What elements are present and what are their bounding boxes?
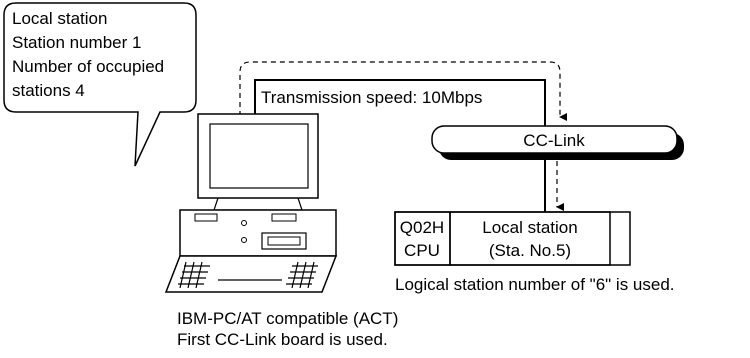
board-connector [267, 236, 301, 246]
plc-unit: Q02H CPU Local station (Sta. No.5) [394, 211, 631, 266]
keyboard-keys-right [286, 261, 318, 289]
callout-balloon: Local station Station number 1 Number of… [3, 2, 197, 167]
logical-station-note: Logical station number of "6" is used. [395, 275, 675, 294]
indicator-led-2 [241, 237, 247, 243]
module-label-line1: Local station [482, 218, 577, 237]
cable-pc-to-network [254, 79, 546, 126]
callout-line4: stations 4 [12, 81, 85, 100]
indicator-led-1 [241, 220, 247, 226]
callout-line2: Station number 1 [12, 33, 141, 52]
data-flow-dashed-route [239, 61, 567, 152]
pc-caption-line1: IBM-PC/AT compatible (ACT) [177, 309, 398, 328]
drive-slot-left [194, 213, 218, 222]
callout-line1: Local station [12, 9, 107, 28]
monitor-screen [209, 123, 309, 189]
pc-caption-line2: First CC-Link board is used. [177, 330, 388, 349]
network-name: CC-Link [523, 131, 585, 150]
transmission-speed-label: Transmission speed: 10Mbps [261, 88, 482, 107]
cpu-label-line1: Q02H [400, 218, 444, 237]
pc-illustration [164, 113, 338, 293]
monitor-stand [213, 197, 303, 211]
cc-link-network-bar: CC-Link [431, 125, 684, 160]
drive-slot-right [271, 213, 297, 222]
local-station-module [449, 211, 611, 266]
callout-shape [3, 2, 197, 167]
keyboard-keys-left [178, 261, 210, 289]
network-bar-body [431, 125, 678, 154]
callout-line3: Number of occupied [12, 57, 164, 76]
module-label-line2: (Sta. No.5) [489, 241, 571, 260]
cpu-label-line2: CPU [404, 241, 440, 260]
